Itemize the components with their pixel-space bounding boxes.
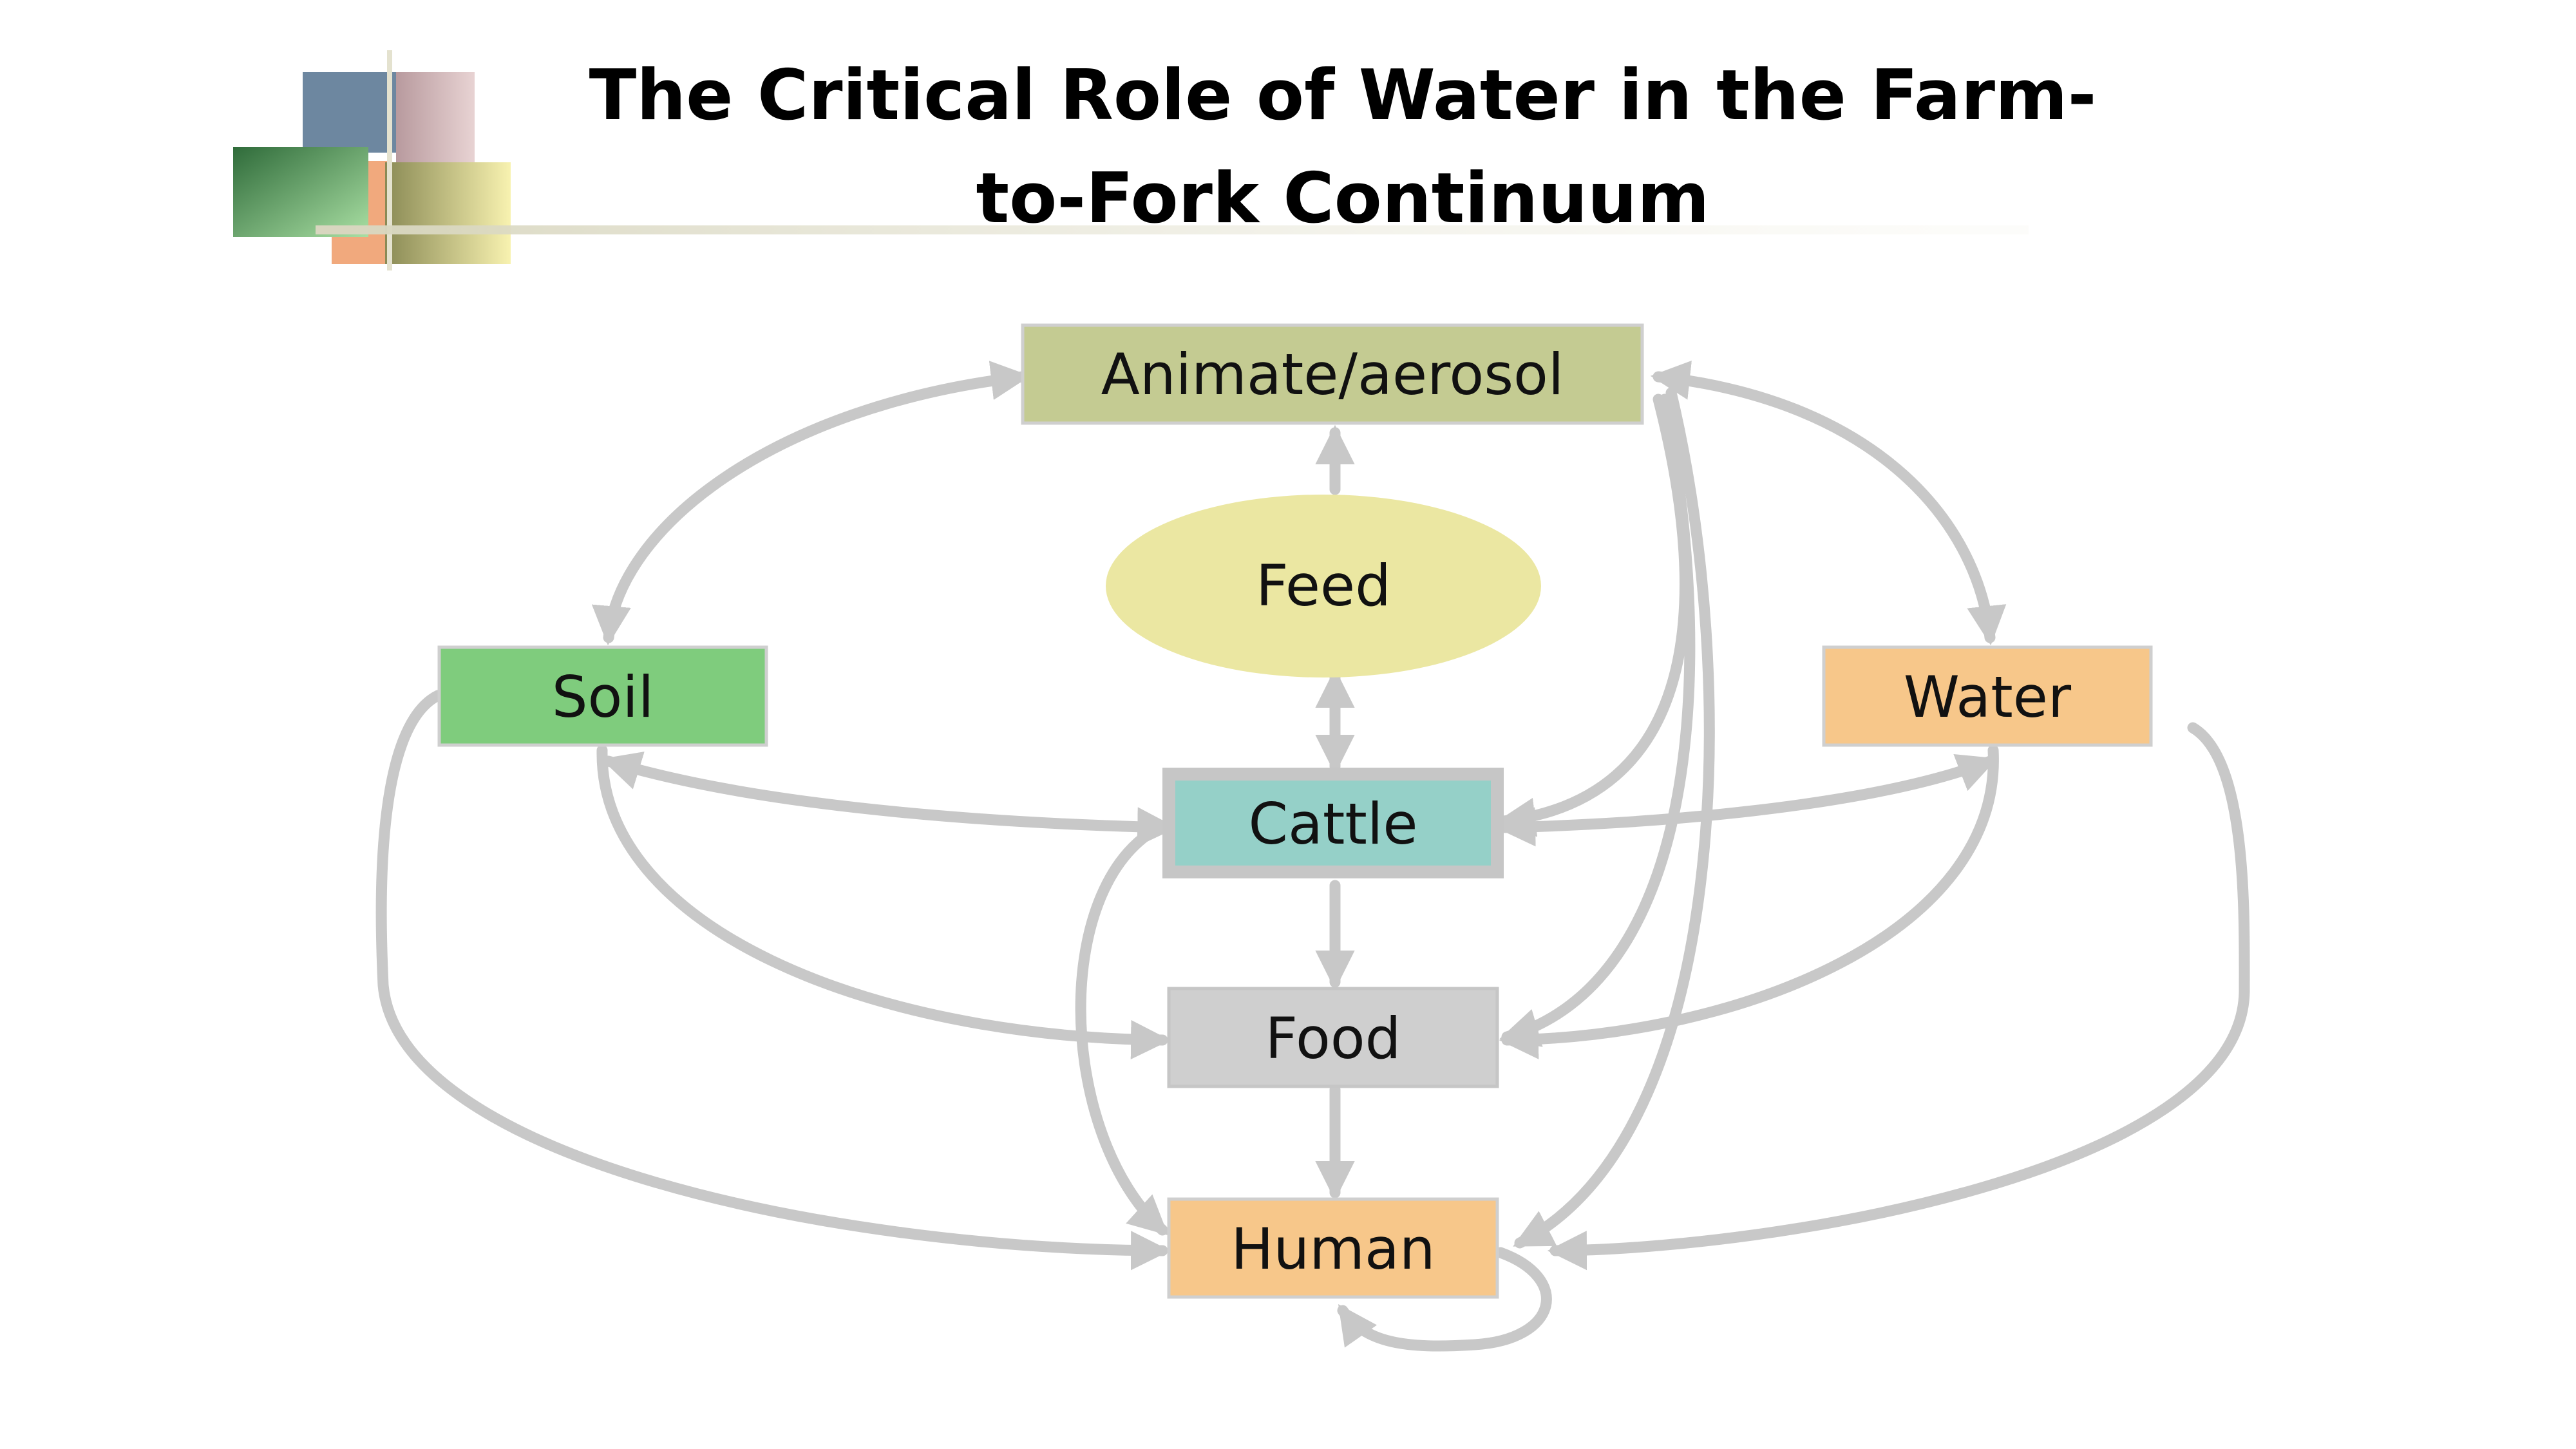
- arrow-soil-cattle: [601, 752, 1177, 847]
- node-food-box: [1167, 987, 1499, 1088]
- arrow-cattle-human: [1075, 819, 1171, 1236]
- node-feed-ellipse: [1106, 495, 1541, 677]
- arrow-water-human: [1547, 722, 2250, 1271]
- arrow-soil-food: [596, 744, 1171, 1060]
- node-food-label: Food: [1265, 1005, 1401, 1072]
- node-water-label: Water: [1904, 664, 2072, 730]
- slide-title-line-1: The Critical Role of Water in the Farm-: [589, 55, 2097, 136]
- node-animate-aerosol-box: [1021, 323, 1644, 425]
- node-feed-label: Feed: [1256, 553, 1391, 619]
- arrow-animate-food: [1499, 393, 1696, 1047]
- logo-block-green: [233, 147, 368, 237]
- arrow-animate-human: [1513, 387, 1715, 1249]
- node-human-box: [1167, 1197, 1499, 1299]
- title-rule: [316, 225, 2029, 234]
- node-water-box: [1822, 645, 2153, 747]
- node-soil-label: Soil: [552, 664, 654, 730]
- node-soil-box: [437, 645, 768, 747]
- decorative-logo-blocks: [233, 50, 2029, 270]
- node-cattle: Cattle: [1162, 768, 1504, 878]
- node-food: Food: [1167, 987, 1499, 1088]
- logo-block-pink: [396, 72, 475, 164]
- node-human: Human: [1167, 1197, 1499, 1299]
- node-human-label: Human: [1231, 1216, 1435, 1282]
- node-animate-aerosol: Animate/aerosol: [1021, 323, 1644, 425]
- arrow-animate-water: [1650, 360, 2007, 646]
- node-soil: Soil: [437, 645, 768, 747]
- arrow-soil-human: [375, 690, 1171, 1271]
- arrow-water-cattle: [1495, 753, 1998, 847]
- logo-block-blue: [303, 72, 396, 153]
- node-water: Water: [1822, 645, 2153, 747]
- logo-block-yellow: [385, 162, 511, 264]
- node-feed: Feed: [1106, 495, 1541, 677]
- connector-arrows: [375, 360, 2250, 1352]
- slide-title-line-2: to-Fork Continuum: [976, 158, 1709, 239]
- arrow-animate-soil: [591, 361, 1031, 646]
- node-cattle-box: [1162, 768, 1504, 878]
- arrow-water-food: [1499, 744, 1999, 1059]
- node-animate-aerosol-label: Animate/aerosol: [1101, 341, 1564, 408]
- arrow-human-self-loop: [1337, 1247, 1552, 1352]
- node-cattle-label: Cattle: [1249, 791, 1418, 857]
